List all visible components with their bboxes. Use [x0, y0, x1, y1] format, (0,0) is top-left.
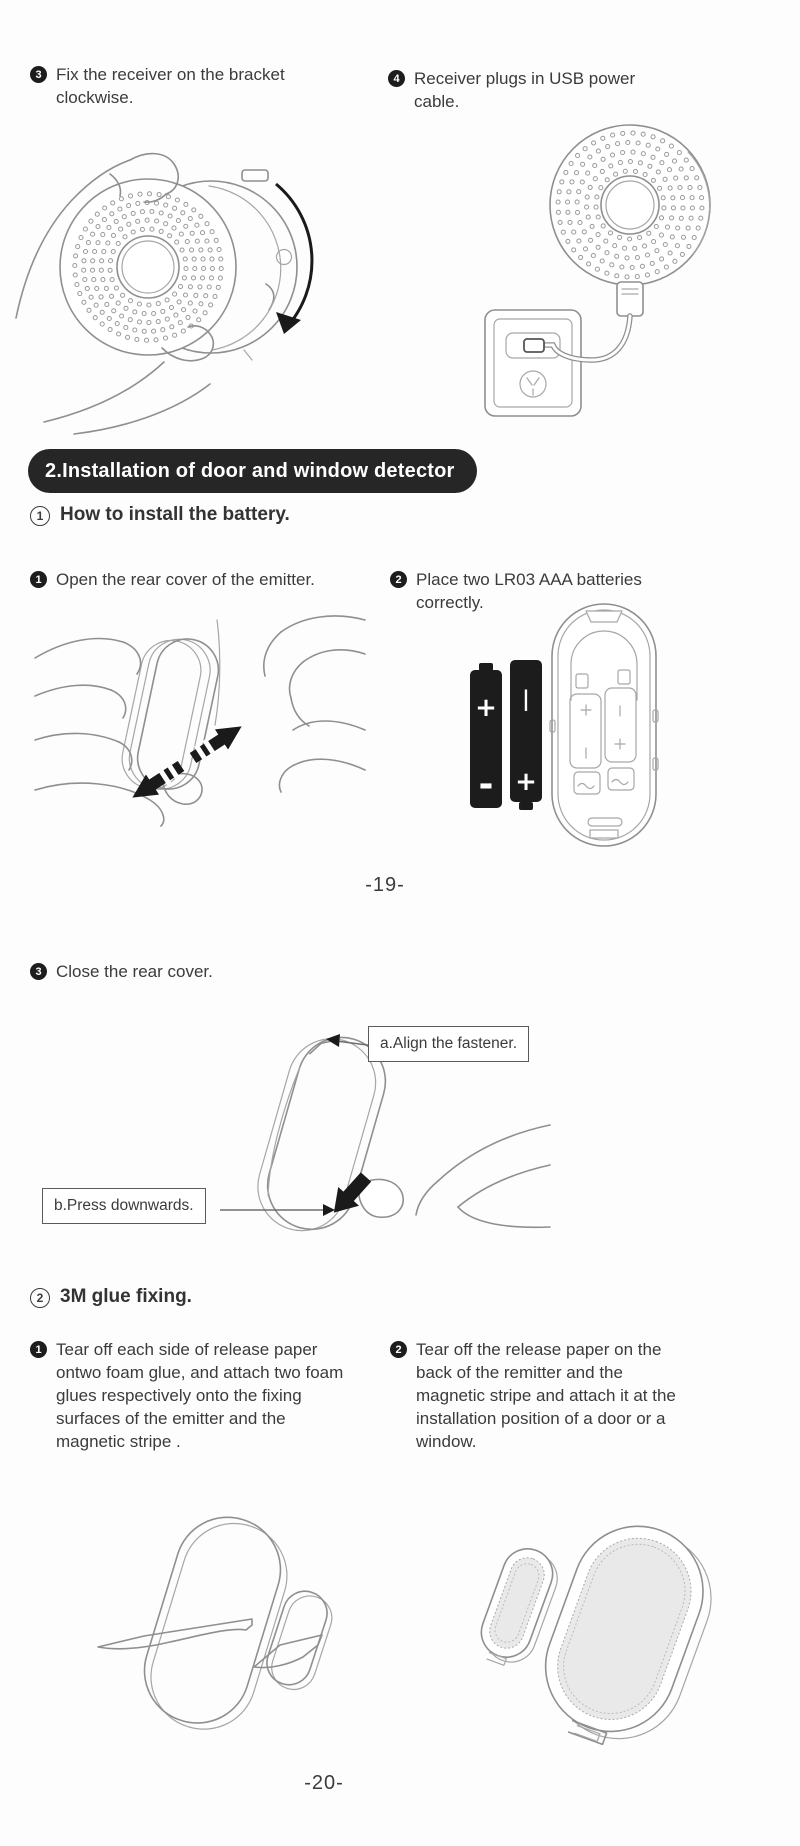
step-close-cover: 3 Close the rear cover. — [30, 960, 360, 983]
subheading-number-badge: 2 — [30, 1287, 50, 1308]
page-number-19: -19- — [365, 874, 405, 896]
step-number-badge: 3 — [30, 66, 47, 83]
magnet-with-glue-pad — [480, 1548, 558, 1666]
left-hand-icon — [34, 637, 203, 827]
subheading-number-badge: 1 — [30, 505, 50, 526]
usb-cable — [523, 313, 633, 363]
step-text: Fix the receiver on the bracket clockwis… — [56, 65, 285, 108]
right-hand-icon — [263, 615, 366, 793]
callout-align-fastener: a.Align the fastener. — [368, 1026, 530, 1062]
step-text: Place two LR03 AAA batteries correctly. — [416, 570, 642, 613]
magnet-with-release-paper — [253, 1590, 333, 1691]
page-number-20: -20- — [304, 1772, 344, 1794]
subheading-battery: 1 How to install the battery. — [30, 504, 290, 526]
emitter-cover — [257, 1036, 387, 1232]
batteries-illustration: + - | + — [470, 603, 659, 847]
hand-icon — [15, 152, 215, 435]
battery-polarity-mark: + — [515, 767, 537, 797]
step-tear-release-paper: 1 Tear off each side of release paper on… — [30, 1338, 348, 1454]
receiver-disc — [549, 124, 711, 286]
callout-press-downwards: b.Press downwards. — [42, 1188, 206, 1224]
step-text: Tear off each side of release paper ontw… — [56, 1340, 344, 1452]
step-number-badge: 2 — [390, 571, 407, 588]
pull-arrow-icon — [125, 755, 188, 808]
subheading-text: How to install the battery. — [60, 504, 290, 525]
close-rear-cover-illustration — [220, 1034, 551, 1232]
press-arrow-icon — [333, 1172, 372, 1213]
step-text: Open the rear cover of the emitter. — [56, 570, 315, 589]
receiver-usb-illustration — [484, 124, 711, 417]
banner-title: 2.Installation of door and window detect… — [45, 460, 455, 482]
emitter-with-glue-pad — [544, 1525, 712, 1746]
subheading-text: 3M glue fixing. — [60, 1286, 192, 1307]
step-number-badge: 1 — [30, 571, 47, 588]
step-open-cover: 1 Open the rear cover of the emitter. — [30, 568, 360, 591]
step-plug-receiver: 4 Receiver plugs in USB power cable. — [388, 67, 646, 113]
step-text: Tear off the release paper on the back o… — [416, 1340, 676, 1452]
clockwise-arrow-icon — [275, 182, 314, 334]
wall-outlet — [484, 309, 582, 417]
subheading-glue: 2 3M glue fixing. — [30, 1286, 192, 1308]
step-place-batteries: 2 Place two LR03 AAA batteries correctly… — [390, 568, 652, 614]
battery-polarity-mark: - — [479, 764, 494, 805]
battery-polarity-mark: + — [475, 693, 497, 723]
pressing-hand-icon — [358, 1124, 551, 1229]
step-attach-position: 2 Tear off the release paper on the back… — [390, 1338, 682, 1454]
battery-right: | + — [510, 660, 542, 810]
receiver-bracket-illustration — [15, 152, 314, 435]
step-number-badge: 2 — [390, 1341, 407, 1358]
emitter-open-back — [549, 603, 659, 847]
step-number-badge: 4 — [388, 70, 405, 87]
usb-plug-icon — [616, 281, 644, 317]
step-text: Receiver plugs in USB power cable. — [414, 69, 636, 112]
battery-left: + - — [470, 663, 502, 808]
step-number-badge: 3 — [30, 963, 47, 980]
leader-line-press — [220, 1204, 335, 1216]
step-number-badge: 1 — [30, 1341, 47, 1358]
step-text: Close the rear cover. — [56, 962, 213, 981]
open-rear-cover-illustration — [34, 615, 366, 827]
attach-position-illustration — [480, 1525, 712, 1746]
tear-release-paper-illustration — [97, 1516, 333, 1730]
emitter-with-release-paper — [97, 1516, 288, 1730]
step-fix-receiver: 3 Fix the receiver on the bracket clockw… — [30, 63, 320, 109]
receiver-disc — [59, 178, 282, 356]
battery-polarity-mark: | — [522, 687, 530, 712]
section-banner: 2.Installation of door and window detect… — [28, 449, 477, 493]
